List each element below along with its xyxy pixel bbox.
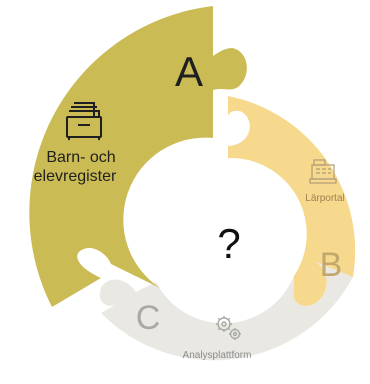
segment-a-letter: A <box>175 48 203 95</box>
segment-b-shape <box>228 96 356 306</box>
segment-c: C Analysplattform <box>99 259 353 361</box>
cash-register-icon <box>309 159 337 184</box>
segment-a-label-line1: Barn- och <box>46 149 115 166</box>
file-cabinet-icon <box>66 102 102 140</box>
segment-a-shape <box>29 6 247 307</box>
segment-c-shape <box>99 259 353 361</box>
center-question-mark: ? <box>217 220 240 267</box>
segment-b: B Lärportal <box>228 96 356 306</box>
gears-icon <box>216 316 241 340</box>
segment-a: A Barn- och elevregister <box>29 6 247 307</box>
segment-c-label: Analysplattform <box>183 350 252 361</box>
segment-b-letter: B <box>320 246 343 284</box>
segment-a-label-line2: elevregister <box>34 168 117 185</box>
segment-c-letter: C <box>136 299 161 337</box>
segment-b-label: Lärportal <box>305 193 344 204</box>
